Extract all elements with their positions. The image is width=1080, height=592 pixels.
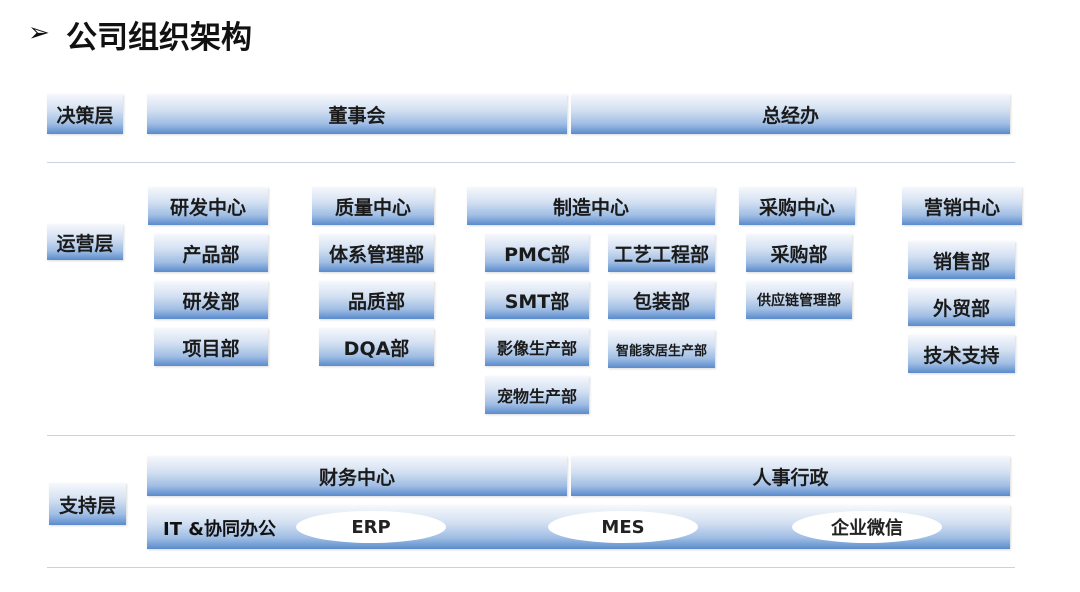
marketing-center: 营销中心 [902,187,1022,225]
hr-box: 人事行政 [571,456,1010,496]
dept-box: 工艺工程部 [608,234,715,272]
dept-box: 包装部 [608,281,715,319]
layer-support: 支持层 [49,483,126,525]
system-wecom: 企业微信 [792,511,942,543]
finance-box: 财务中心 [147,456,567,496]
dept-box: 智能家居生产部 [608,330,715,368]
layer-operation: 运营层 [47,224,123,260]
divider [47,567,1015,568]
dept-box: SMT部 [485,281,589,319]
purchase-center: 采购中心 [739,187,855,225]
mfg-center: 制造中心 [467,187,715,225]
dept-box: 产品部 [154,234,268,272]
dept-box: 体系管理部 [319,234,434,272]
dept-box: 项目部 [154,328,268,366]
dept-box: 采购部 [746,234,852,272]
gm-office-box: 总经办 [571,94,1010,134]
arrow-icon: ➢ [28,18,50,48]
dept-box: 品质部 [319,281,434,319]
dept-box: 影像生产部 [485,328,589,366]
dept-box: 外贸部 [908,288,1015,326]
dept-box: 供应链管理部 [746,281,852,319]
dept-box: DQA部 [319,328,434,366]
divider [47,162,1015,163]
quality-center: 质量中心 [312,187,434,225]
rd-center: 研发中心 [148,187,268,225]
system-erp: ERP [296,511,446,543]
dept-box: 销售部 [908,241,1015,279]
dept-box: 研发部 [154,281,268,319]
layer-decision: 决策层 [47,94,123,134]
dept-box: PMC部 [485,234,589,272]
dept-box: 宠物生产部 [485,376,589,414]
system-mes: MES [548,511,698,543]
page-title: 公司组织架构 [66,20,252,56]
divider [47,435,1015,436]
dept-box: 技术支持 [908,335,1015,373]
it-label: IT &协同办公 [163,519,276,540]
board-box: 董事会 [147,94,567,134]
